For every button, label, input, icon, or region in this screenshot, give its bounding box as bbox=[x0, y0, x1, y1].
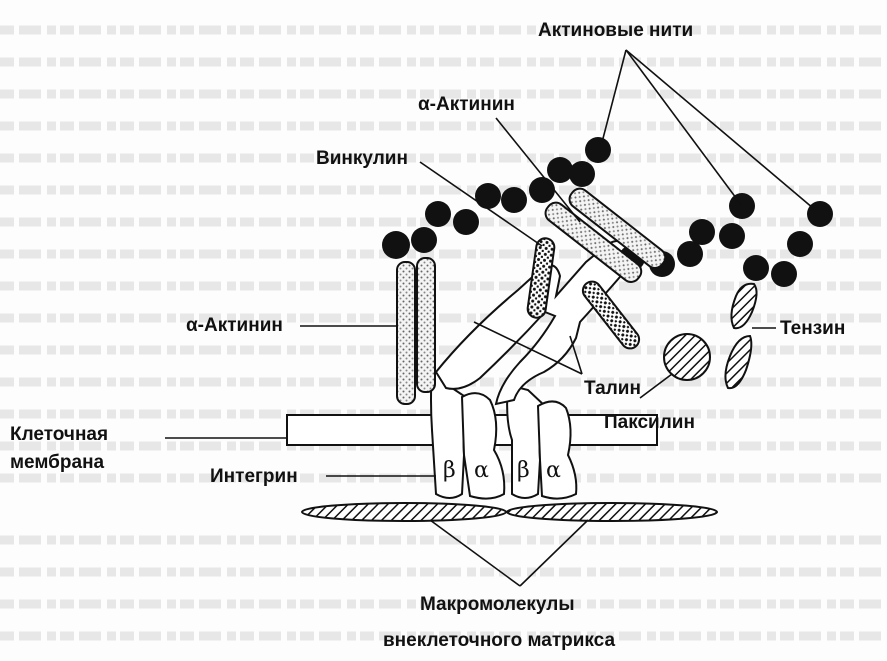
actin-bead bbox=[529, 177, 555, 203]
actin-bead bbox=[411, 227, 437, 253]
alpha-actinin-left-bar-2 bbox=[417, 258, 435, 392]
label-ecm-line1: Макромолекулы bbox=[420, 594, 575, 616]
integrin-left-beta-label: β bbox=[443, 458, 456, 483]
actin-bead bbox=[547, 157, 573, 183]
label-actin-filaments: Актиновые нити bbox=[538, 20, 693, 42]
actin-bead bbox=[569, 161, 595, 187]
leader-ecm-2 bbox=[520, 520, 588, 586]
tensin bbox=[725, 284, 756, 388]
leader-actin-1 bbox=[600, 50, 626, 150]
label-cell-membrane: Клеточная мембрана bbox=[10, 424, 108, 474]
alpha-actinin-left bbox=[397, 258, 435, 404]
label-cell-membrane-line1: Клеточная bbox=[10, 424, 108, 446]
label-talin: Талин bbox=[584, 378, 641, 400]
actin-bead bbox=[787, 231, 813, 257]
actin-bead bbox=[771, 261, 797, 287]
leader-ecm-1 bbox=[430, 520, 520, 586]
ecm-ellipse-right bbox=[507, 503, 717, 521]
label-vinculin: Винкулин bbox=[316, 148, 408, 170]
actin-bead bbox=[719, 223, 745, 249]
alpha-actinin-left-bar-1 bbox=[397, 262, 415, 404]
integrin-left bbox=[431, 368, 504, 499]
integrin-right-beta-label: β bbox=[517, 458, 530, 483]
paxillin bbox=[664, 334, 710, 380]
integrin-left-alpha-label: α bbox=[474, 458, 489, 483]
actin-bead bbox=[382, 231, 410, 259]
actin-bead bbox=[677, 241, 703, 267]
actin-bead bbox=[453, 209, 479, 235]
actin-bead bbox=[475, 183, 501, 209]
ecm-ellipse-left bbox=[302, 503, 506, 521]
actin-bead bbox=[425, 201, 451, 227]
actin-bead bbox=[689, 219, 715, 245]
leader-paxillin bbox=[640, 374, 672, 398]
label-integrin: Интегрин bbox=[210, 466, 298, 488]
actin-bead bbox=[743, 255, 769, 281]
label-alpha-actinin-left: α-Актинин bbox=[186, 315, 283, 337]
tensin-bottom bbox=[725, 336, 751, 388]
vinculin-rod-2 bbox=[579, 278, 642, 352]
actin-bead bbox=[585, 137, 611, 163]
label-paxillin: Паксилин bbox=[604, 412, 695, 434]
ecm-macromolecules bbox=[302, 503, 717, 521]
leader-actin-2 bbox=[626, 50, 742, 206]
integrin-right-alpha-label: α bbox=[546, 458, 561, 483]
label-alpha-actinin-top: α-Актинин bbox=[418, 94, 515, 116]
label-tensin: Тензин bbox=[780, 318, 845, 340]
leader-actin-3 bbox=[626, 50, 820, 214]
tensin-top bbox=[731, 284, 756, 328]
label-cell-membrane-line2: мембрана bbox=[10, 452, 108, 474]
actin-bead bbox=[501, 187, 527, 213]
label-ecm-line2: внеклеточного матрикса bbox=[383, 630, 615, 652]
